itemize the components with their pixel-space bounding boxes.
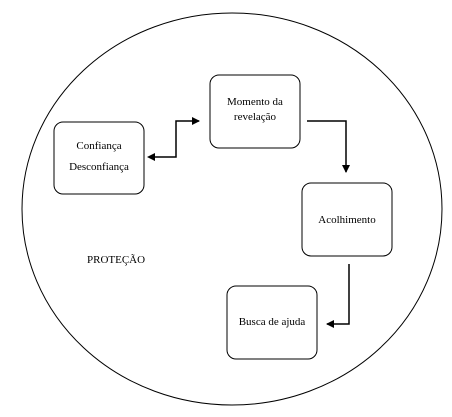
arrow-momento-acolhimento <box>307 120 350 173</box>
node-confianca-box <box>53 121 145 195</box>
node-acolhimento-box <box>301 182 393 257</box>
arrow-confianca-momento <box>147 117 200 161</box>
node-busca: Busca de ajuda <box>226 285 318 360</box>
node-momento-line2: revelação <box>234 111 277 123</box>
node-confianca-line1: Confiança <box>76 140 121 152</box>
protection-circle <box>21 12 443 406</box>
node-momento-box <box>209 74 301 149</box>
node-confianca-line2: Desconfiança <box>69 161 129 173</box>
arrow-acolhimento-busca <box>326 264 350 328</box>
node-confianca: Confiança Desconfiança <box>53 121 145 195</box>
node-busca-label: Busca de ajuda <box>239 316 306 328</box>
node-acolhimento: Acolhimento <box>301 182 393 257</box>
protection-label: PROTEÇÃO <box>87 254 145 266</box>
node-momento-line1: Momento da <box>227 96 283 108</box>
node-busca-box <box>226 285 318 360</box>
node-momento: Momento da revelação <box>209 74 301 149</box>
node-acolhimento-label: Acolhimento <box>318 214 376 226</box>
